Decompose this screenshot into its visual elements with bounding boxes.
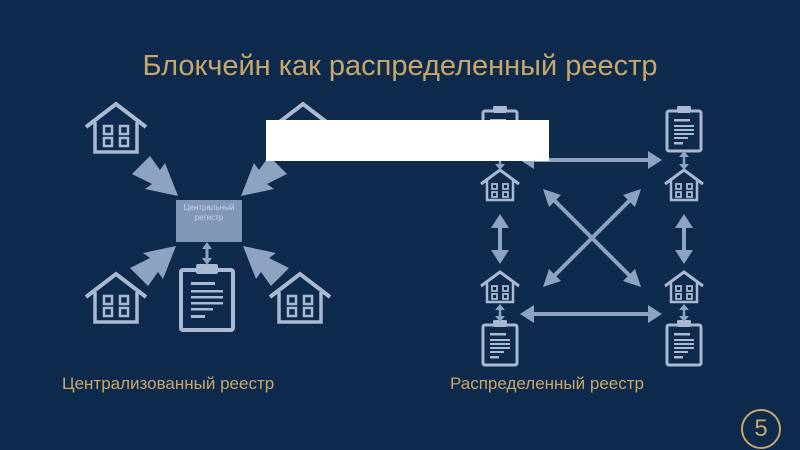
page-number: 5 (741, 409, 781, 449)
arrow-icon (241, 156, 287, 196)
house-icon (479, 270, 521, 304)
house-icon (84, 272, 148, 324)
overlay-rectangle (266, 120, 549, 161)
house-icon (479, 168, 521, 202)
arrow-icon (130, 246, 176, 286)
caption-distributed: Распределенный реестр (450, 374, 644, 393)
arrow-icon (243, 246, 289, 286)
arrow-icon (132, 156, 178, 196)
document-icon (179, 262, 235, 332)
house-icon (268, 272, 332, 324)
house-icon (663, 270, 705, 304)
document-icon (665, 318, 703, 367)
document-icon (665, 104, 703, 153)
house-icon (84, 102, 148, 154)
document-icon (481, 318, 519, 367)
central-registry-box: Центральный регистр (176, 200, 242, 242)
caption-centralized: Централизованный реестр (62, 374, 275, 393)
house-icon (663, 168, 705, 202)
double-arrow-icon (202, 242, 212, 265)
slide-title: Блокчейн как распределенный реестр (142, 50, 658, 82)
double-arrow-icon (491, 151, 693, 323)
